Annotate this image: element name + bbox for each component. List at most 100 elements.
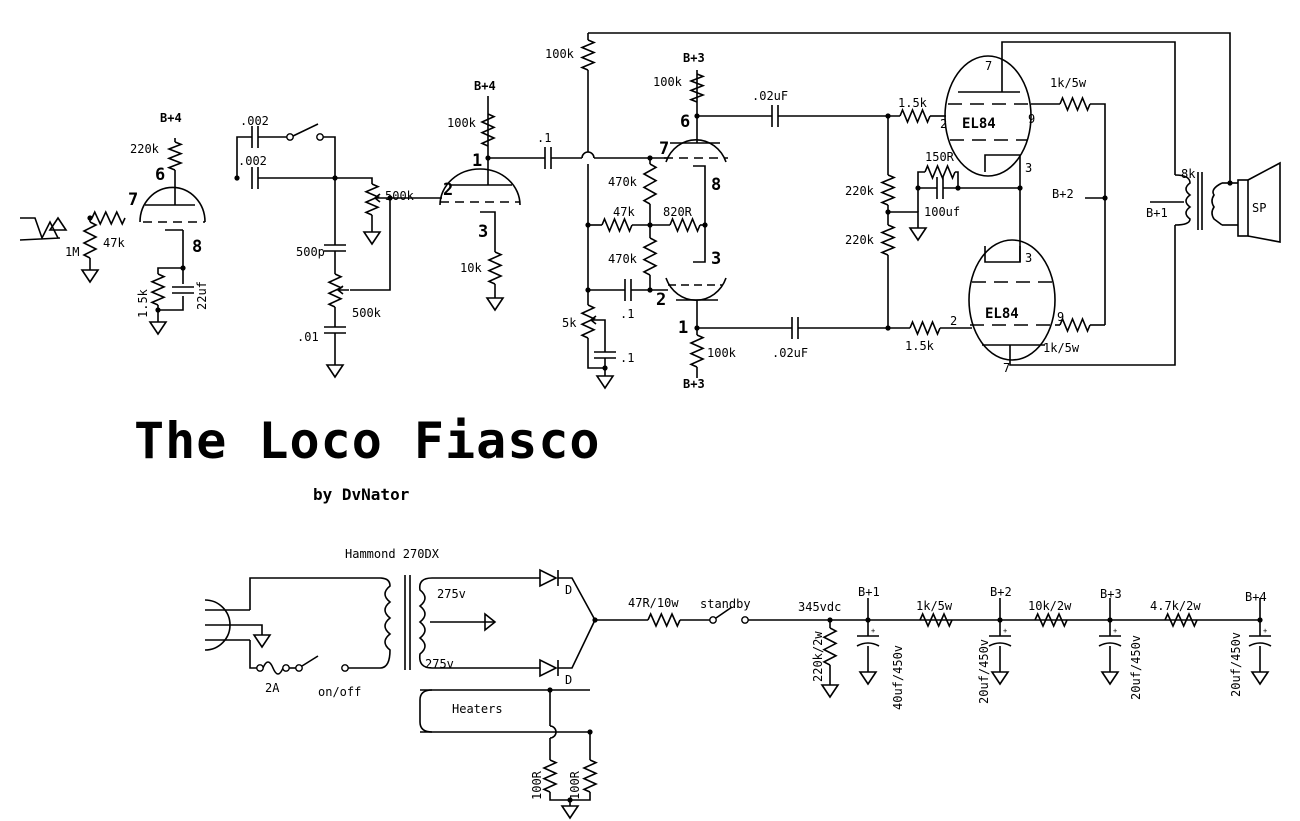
pin-el84-top-cathode: 3 <box>1025 161 1032 175</box>
resistor <box>899 107 931 125</box>
label-coupling-cap-top: .02uF <box>752 89 788 103</box>
wire <box>249 640 258 669</box>
label-grid-resistor-top: 470k <box>608 175 638 189</box>
label-power-switch: on/off <box>318 685 361 699</box>
label-ot-supply: B+1 <box>1146 206 1168 220</box>
label-pi-supply-top: B+3 <box>683 51 705 65</box>
polarity-mark: + <box>1003 627 1007 635</box>
label-cap-b1: 40uf/450v <box>891 645 905 710</box>
resistor <box>542 759 558 793</box>
pin-v1b-cathode: 3 <box>478 222 488 242</box>
pin-pi-top-cathode: 8 <box>711 175 721 195</box>
label-coupling-cap: .1 <box>537 131 551 145</box>
terminal <box>286 133 294 141</box>
label-node-b1: B+1 <box>858 585 880 599</box>
resistor <box>1059 316 1091 334</box>
junction-dot <box>955 185 961 191</box>
ground-icon <box>1250 671 1270 686</box>
label-cathode-resistor: 150R <box>925 150 955 164</box>
wire <box>602 319 606 352</box>
label-voltage: 345vdc <box>798 600 841 614</box>
resistor <box>924 163 956 181</box>
label-diode-bottom: D <box>565 673 572 687</box>
pin-el84-top-grid: 2 <box>940 117 947 131</box>
tube-pi-bottom <box>665 277 727 301</box>
wire <box>588 32 1231 183</box>
label-node-b3: B+3 <box>1100 587 1122 601</box>
wire <box>236 136 252 178</box>
wire <box>249 577 380 610</box>
wire <box>587 338 605 369</box>
terminal <box>741 616 749 624</box>
polarity-mark: + <box>871 627 875 635</box>
label-resistor-b4: 4.7k/2w <box>1150 599 1201 613</box>
tube-cathode <box>984 154 1021 172</box>
wire <box>323 136 336 178</box>
label-v1b-cathode-resistor: 10k <box>460 261 482 275</box>
byline: by DvNator <box>313 485 409 504</box>
resistor <box>82 221 98 259</box>
capacitor <box>251 167 259 189</box>
label-grid-resistor-bottom: 470k <box>608 252 638 266</box>
wire <box>350 198 391 291</box>
standby-switch <box>715 606 733 619</box>
resistor <box>669 216 701 234</box>
wire <box>1001 41 1176 175</box>
pin-pi-bottom-plate: 1 <box>678 318 688 338</box>
ot-primary <box>1174 174 1192 226</box>
label-bright-cap-1: .002 <box>240 114 269 128</box>
capacitor <box>771 105 779 127</box>
terminal <box>316 133 324 141</box>
potentiometer-wiper <box>336 285 349 295</box>
wire <box>335 177 373 184</box>
resistor <box>579 39 597 71</box>
label-screen-supply: B+2 <box>1052 187 1074 201</box>
label-feedback-resistor: 100k <box>545 47 575 61</box>
capacitor <box>324 244 346 252</box>
capacitor <box>172 286 194 294</box>
ground-icon <box>908 227 928 242</box>
pin-v1a-plate: 6 <box>155 165 165 185</box>
fuse-icon <box>262 661 284 675</box>
label-v1b-plate-resistor: 100k <box>447 116 477 130</box>
wire <box>1090 103 1106 325</box>
capacitor <box>324 326 346 334</box>
label-el84-top: EL84 <box>962 116 996 132</box>
pin-el84-bottom-screen: 9 <box>1057 310 1064 324</box>
terminal <box>709 616 717 624</box>
tube-v1a <box>139 186 206 223</box>
resistor <box>1034 612 1068 628</box>
resistor <box>582 759 598 793</box>
resistor <box>149 273 167 306</box>
label-v1a-cathode-resistor: 1.5k <box>136 288 150 318</box>
resistor <box>689 334 705 368</box>
label-tone-pot: 500k <box>352 306 382 320</box>
label-bias-resistor-top: 220k <box>845 184 875 198</box>
wire <box>955 171 959 188</box>
pt-secondary <box>418 577 433 669</box>
ground-icon <box>148 321 168 336</box>
label-resistor-b2: 1k/5w <box>916 599 953 613</box>
diode-top <box>539 568 559 588</box>
label-tone-cap: 500p <box>296 245 325 259</box>
pin-pi-bottom-cathode: 3 <box>711 249 721 269</box>
resistor <box>580 304 596 339</box>
label-volume-pot: 500k <box>385 189 415 203</box>
pin-el84-top-plate: 7 <box>985 59 992 73</box>
label-node-b2: B+2 <box>990 585 1012 599</box>
label-bright-cap-2: .002 <box>238 154 267 168</box>
page-title: The Loco Fiasco <box>134 412 601 470</box>
label-tone-cap-2: .01 <box>297 330 319 344</box>
label-node-b4: B+4 <box>1245 590 1267 604</box>
label-secondary-bottom: 275v <box>425 657 454 671</box>
label-pi-bottom-plate-resistor: 100k <box>707 346 737 360</box>
wire <box>917 171 925 212</box>
label-grid-leak: 1M <box>65 245 79 259</box>
wire <box>205 624 263 635</box>
pin-el84-bottom-cathode: 3 <box>1025 251 1032 265</box>
electrolytic-capacitor <box>988 635 1012 647</box>
resistor <box>91 210 126 226</box>
ground-icon <box>1100 671 1120 686</box>
label-grid-stopper-bottom: 1.5k <box>905 339 935 353</box>
